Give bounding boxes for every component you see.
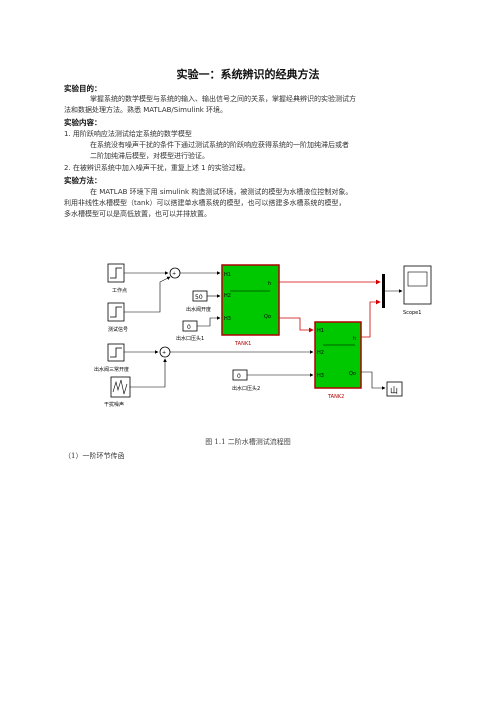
outlet2-constant-value: 0 (237, 373, 241, 380)
document-title: 实验一：系统辨识的经典方法 (176, 68, 320, 81)
inlet-constant-block[interactable] (107, 343, 125, 362)
content-item-1-detail-1: 在系统没有噪声干扰的条件下通过测试系统的阶跃响应获得系统的一阶加纯滞后或者 (90, 141, 349, 149)
step1-label: 工作点 (112, 287, 127, 294)
outlet1-constant-block[interactable]: 0 (182, 320, 198, 332)
tank2-label: TANK2 (327, 394, 344, 400)
noise-label: 干扰噪声 (104, 401, 124, 408)
valve-constant-block[interactable]: 50 (192, 290, 208, 302)
tank1-label: TANK1 (234, 341, 251, 347)
method-line-3: 多水槽模型可以是高低放置，也可以并排放置。 (64, 210, 211, 218)
tank1-block[interactable]: H1 H2 H3 h Qo (221, 264, 280, 336)
outlet1-constant-value: 0 (187, 324, 191, 331)
method-heading: 实验方法： (64, 176, 102, 185)
sum-block-1[interactable]: + (169, 267, 181, 279)
tank1-out-qo: Qo (264, 314, 271, 320)
purpose-line-1: 掌握系统的数学模型与系统的输入、输出信号之间的关系，掌握经典辨识的实验测试方 (90, 95, 356, 103)
tank1-port-h1: H1 (224, 272, 231, 278)
noise-block[interactable] (110, 376, 131, 398)
tank2-port-h2: H2 (317, 350, 324, 356)
tank1-port-h2: H2 (224, 293, 231, 299)
svg-text:山: 山 (390, 385, 398, 395)
outlet2-constant-label: 出水口压头2 (232, 385, 260, 392)
content-heading: 实验内容： (64, 118, 102, 127)
tank1-port-h3: H3 (224, 316, 231, 322)
tank2-out-h: h (353, 336, 356, 342)
footer-text: （1）一阶环节传函 (64, 452, 125, 460)
inlet-constant-label: 出水阀三常开度 (94, 366, 129, 373)
valve-constant-label: 出水阀开度 (186, 306, 211, 313)
tank1-out-h: h (268, 281, 271, 287)
scope-block[interactable] (403, 265, 432, 305)
tank2-port-h3: H3 (317, 373, 324, 379)
purpose-heading: 实验目的： (64, 84, 102, 93)
mux-block[interactable] (382, 274, 385, 308)
step-block-1[interactable] (107, 263, 125, 283)
figure-caption: 图 1.1 二阶水槽测试流程图 (205, 438, 291, 446)
tank2-block[interactable]: H1 H2 H3 h Qo (314, 321, 362, 389)
sum-block-2[interactable]: + (159, 346, 171, 358)
method-line-1: 在 MATLAB 环境下用 simulink 构造测试环境，被测试的模型为水槽液… (90, 188, 353, 196)
content-item-2: 2. 在被辨识系统中加入噪声干扰，重复上述 1 的实验过程。 (64, 164, 250, 172)
svg-text:+: + (162, 350, 166, 356)
step2-label: 测试信号 (108, 326, 128, 333)
outlet1-constant-label: 出水口压头1 (176, 335, 204, 342)
method-line-2: 利用非线性水槽模型（tank）可以搭建单水槽系统的模型，也可以搭建多水槽系统的模… (64, 199, 346, 207)
content-item-1: 1. 用阶跃响应法测试给定系统的数学模型 (64, 130, 192, 138)
content-item-1-detail-2: 二阶加纯滞后模型，对模型进行验证。 (90, 152, 209, 160)
scope-label: Scope1 (403, 310, 421, 316)
terminator-block[interactable]: 山 (386, 381, 403, 397)
valve-constant-value: 50 (195, 294, 203, 301)
tank2-port-h1: H1 (317, 328, 324, 334)
tank2-out-qo: Qo (349, 371, 356, 377)
purpose-line-2: 法和数据处理方法。熟悉 MATLAB/Simulink 环境。 (64, 106, 228, 114)
outlet2-constant-block[interactable]: 0 (232, 369, 248, 381)
step-block-2[interactable] (107, 302, 125, 322)
svg-text:+: + (172, 271, 176, 277)
